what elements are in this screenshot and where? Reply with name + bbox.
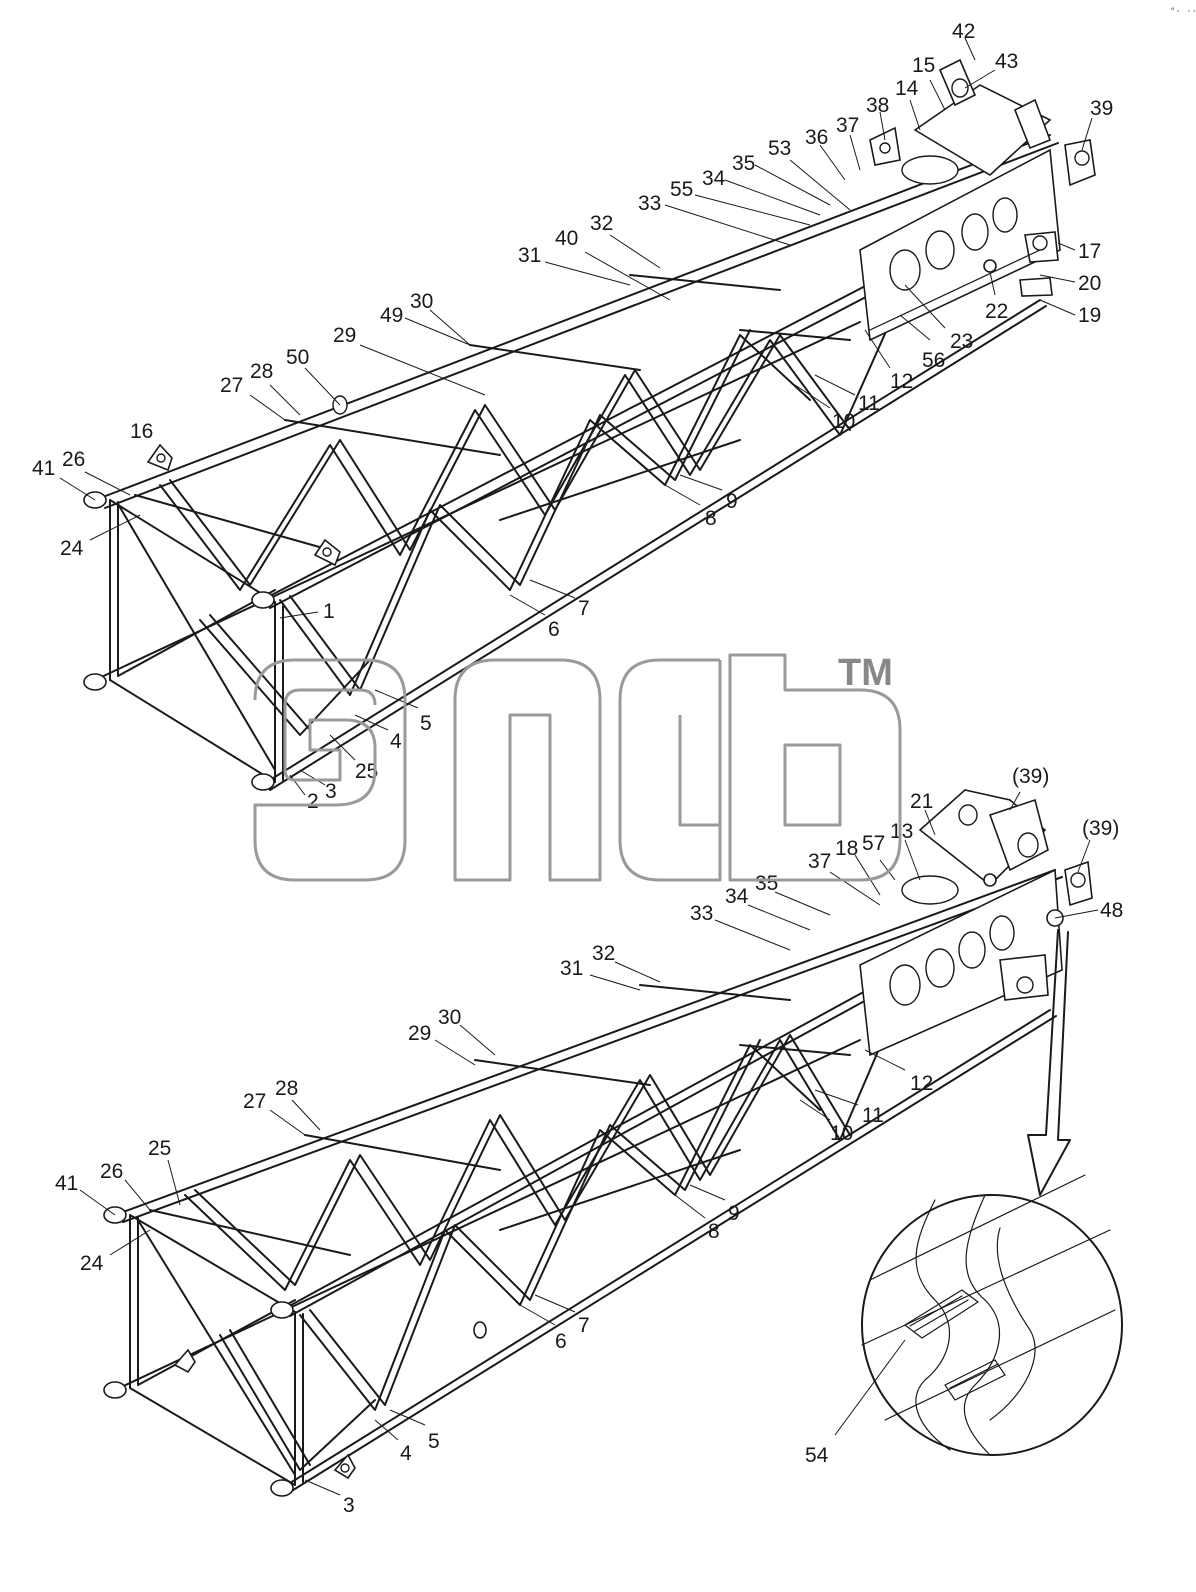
callout-label: 11 <box>862 1104 884 1127</box>
callout-label: 25 <box>355 760 378 783</box>
callout-label: 35 <box>755 872 778 895</box>
callout-label: 15 <box>912 54 935 77</box>
callout-label: 5 <box>420 712 432 735</box>
bottom-boom-head <box>859 789 1093 1057</box>
callout-label: 14 <box>895 77 919 100</box>
callout-label: 39 <box>1090 97 1113 120</box>
detail-arrow <box>1027 929 1071 1196</box>
callout-label: 12 <box>890 370 913 393</box>
callout-label: 30 <box>438 1006 461 1029</box>
callout-label: 36 <box>805 126 828 149</box>
top-boom-lattice <box>134 274 901 736</box>
callout-label: 33 <box>638 192 661 215</box>
callout-label: 27 <box>220 374 243 397</box>
callout-label: (39) <box>1082 817 1119 840</box>
callout-label: 12 <box>910 1072 933 1095</box>
callout-label: 34 <box>725 885 749 908</box>
callout-label: 1 <box>323 600 335 623</box>
callout-label: 4 <box>390 730 402 753</box>
callout-label: 11 <box>858 392 880 415</box>
callout-label: 32 <box>590 212 613 235</box>
callout-label: 32 <box>592 942 615 965</box>
corner-mark: °· ·· <box>1170 7 1196 17</box>
callout-label: 7 <box>578 1314 590 1337</box>
callout-label: 49 <box>380 304 403 327</box>
callout-label: 38 <box>866 94 889 117</box>
callout-label: 6 <box>548 618 560 641</box>
callout-label: 8 <box>705 507 717 530</box>
callout-label: 19 <box>1078 304 1101 327</box>
callout-label: 57 <box>862 832 885 855</box>
top-boom-chords <box>94 134 1059 791</box>
callout-label: 13 <box>890 820 913 843</box>
callout-label: 53 <box>768 137 791 160</box>
watermark-logo: TM <box>253 652 902 882</box>
callout-label: (39) <box>1012 765 1049 788</box>
callout-label: 24 <box>80 1252 104 1275</box>
callout-label: 7 <box>578 597 590 620</box>
callout-label: 31 <box>518 244 541 267</box>
callout-label: 31 <box>560 957 583 980</box>
callout-label: 29 <box>333 324 356 347</box>
callout-label: 26 <box>100 1160 123 1183</box>
callout-label: 26 <box>62 448 85 471</box>
callout-label: 9 <box>726 490 738 513</box>
callout-label: 28 <box>250 360 273 383</box>
callout-label: 54 <box>805 1444 829 1467</box>
callout-label: 56 <box>922 349 945 372</box>
callout-label: 27 <box>243 1090 266 1113</box>
callout-label: 33 <box>690 902 713 925</box>
callout-label: 3 <box>343 1494 355 1517</box>
bottom-boom-assembly <box>103 789 1093 1497</box>
callout-label: 9 <box>728 1202 740 1225</box>
bottom-callouts: 3 4 5 6 7 8 9 10 11 12 13 18 21 24 25 26… <box>55 765 1123 1517</box>
top-boom-assembly <box>83 58 1096 791</box>
callout-label: 3 <box>325 780 337 803</box>
top-boom-head <box>859 58 1096 342</box>
callout-label: 41 <box>55 1172 78 1195</box>
callout-label: 25 <box>148 1137 171 1160</box>
callout-label: 2 <box>307 790 319 813</box>
callout-label: 37 <box>808 850 831 873</box>
callout-label: 37 <box>836 114 859 137</box>
callout-label: 30 <box>410 290 433 313</box>
callout-label: 6 <box>555 1330 567 1353</box>
callout-label: 22 <box>985 300 1008 323</box>
callout-label: 40 <box>555 227 578 250</box>
callout-label: 35 <box>732 152 755 175</box>
callout-label: 28 <box>275 1077 298 1100</box>
top-boom-end-frame <box>109 499 284 783</box>
callout-label: 24 <box>60 537 84 560</box>
bottom-boom-lattice <box>149 984 901 1471</box>
callout-label: 55 <box>670 178 693 201</box>
callout-label: 18 <box>835 837 858 860</box>
top-boom-foot-pins <box>83 395 348 791</box>
callout-label: 10 <box>832 410 855 433</box>
callout-label: 16 <box>130 420 153 443</box>
callout-label: 21 <box>910 790 933 813</box>
detail-view-circle: 54 <box>805 1174 1123 1467</box>
callout-label: 10 <box>830 1122 853 1145</box>
callout-label: 5 <box>428 1430 440 1453</box>
callout-label: 41 <box>32 457 55 480</box>
callout-label: 20 <box>1078 272 1101 295</box>
callout-label: 42 <box>952 20 975 43</box>
callout-label: 48 <box>1100 899 1123 922</box>
callout-label: 17 <box>1078 240 1101 263</box>
callout-label: 29 <box>408 1022 431 1045</box>
top-callouts: 1 2 3 4 5 6 7 8 9 10 11 12 14 15 16 17 1… <box>32 20 1113 813</box>
trademark-mark: TM <box>838 652 893 694</box>
callout-label: 4 <box>400 1442 412 1465</box>
callout-label: 43 <box>995 50 1018 73</box>
bottom-boom-end-frame <box>129 1214 304 1486</box>
callout-label: 8 <box>708 1220 720 1243</box>
callout-label: 23 <box>950 330 973 353</box>
callout-label: 50 <box>286 346 309 369</box>
callout-label: 34 <box>702 167 726 190</box>
